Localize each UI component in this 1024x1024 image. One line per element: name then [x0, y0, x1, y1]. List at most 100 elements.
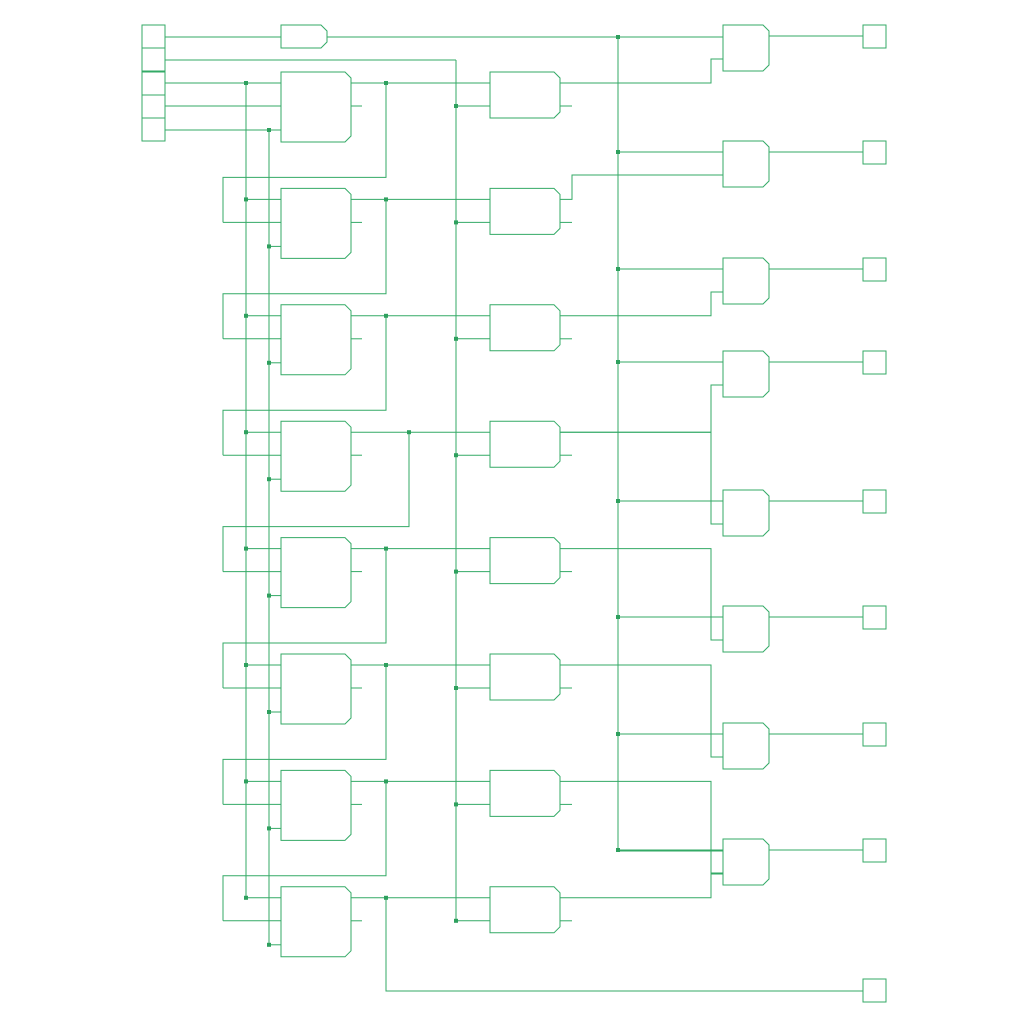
wire-49	[222, 781, 387, 921]
junction-dot-27	[454, 220, 458, 225]
stage-a-gate-7	[280, 769, 352, 841]
output-gate-8	[722, 838, 770, 886]
stage-b-gate-5	[489, 537, 561, 585]
junction-dot-10	[384, 313, 388, 318]
gate-group	[280, 24, 770, 958]
stage-b-gate-2	[489, 187, 561, 235]
wire-94	[560, 780, 723, 874]
stage-a-gate-3	[280, 304, 352, 376]
pin-group	[141, 24, 887, 1003]
input-pin-4	[141, 94, 166, 119]
junction-dot-31	[454, 686, 458, 690]
wire-25	[222, 315, 387, 456]
wire-73	[560, 58, 723, 84]
wire-13	[222, 83, 387, 223]
junction-dot-6	[267, 244, 271, 249]
junction-dot-4	[384, 81, 388, 85]
junction-dot-17	[244, 663, 248, 667]
wire-4	[617, 37, 723, 852]
input-pin-3	[141, 71, 166, 96]
output-gate-1	[722, 24, 770, 72]
wire-95	[560, 873, 723, 899]
stage-a-gate-8	[280, 886, 352, 958]
junction-dot-32	[454, 802, 458, 807]
junction-dot-28	[454, 336, 458, 341]
junction-dot-34	[616, 150, 620, 154]
wire-76	[560, 174, 723, 200]
junction-dot-35	[616, 267, 620, 271]
wire-group	[165, 35, 863, 992]
stage-a-gate-6	[280, 653, 352, 725]
junction-dot-16	[384, 546, 388, 551]
junction-dot-18	[267, 710, 271, 714]
output-gate-4	[722, 350, 770, 398]
junction-dot-25	[384, 895, 388, 900]
junction-dot-3	[616, 35, 620, 39]
wire-43	[222, 665, 387, 805]
junction-dot-12	[267, 477, 271, 482]
junction-dot-22	[384, 779, 388, 784]
wire-55	[385, 897, 863, 992]
stage-b-gate-1	[489, 71, 561, 119]
stage-b-gate-6	[489, 653, 561, 701]
junction-dot-8	[244, 313, 248, 318]
input-gate	[280, 24, 328, 49]
junction-dot-5	[244, 197, 248, 202]
wire-37	[222, 548, 387, 688]
junction-dot-26	[454, 104, 458, 108]
junction-dot-1	[244, 81, 248, 85]
output-pin-4	[862, 350, 887, 375]
junction-group	[244, 35, 620, 947]
stage-b-gate-3	[489, 304, 561, 352]
junction-dot-39	[616, 732, 620, 736]
wire-91	[560, 664, 723, 758]
wire-19	[222, 199, 387, 339]
output-gate-3	[722, 257, 770, 305]
junction-dot-30	[454, 569, 458, 574]
junction-dot-19	[384, 663, 388, 667]
junction-dot-7	[384, 197, 388, 202]
junction-dot-9	[267, 360, 271, 365]
junction-dot-33	[454, 918, 458, 923]
wire-79	[560, 291, 723, 317]
wire-82	[710, 384, 723, 432]
junction-dot-11	[244, 430, 248, 435]
stage-a-gate-5	[280, 537, 352, 609]
output-pin-2	[862, 140, 887, 165]
junction-dot-38	[616, 615, 620, 619]
stage-b-gate-4	[489, 420, 561, 468]
output-pin-9	[862, 838, 887, 863]
output-gate-5	[722, 489, 770, 537]
output-pin-5	[862, 489, 887, 514]
junction-dot-21	[267, 826, 271, 831]
stage-a-gate-1	[280, 71, 352, 143]
junction-dot-29	[454, 453, 458, 458]
junction-dot-37	[616, 499, 620, 503]
output-gate-2	[722, 140, 770, 188]
wire-85	[560, 431, 723, 525]
stage-a-gate-4	[280, 420, 352, 492]
output-pin-7	[862, 722, 887, 747]
stage-b-gate-8	[489, 886, 561, 934]
input-pin-1	[141, 24, 166, 49]
input-pin-5	[141, 117, 166, 142]
junction-dot-23	[244, 895, 248, 900]
junction-dot-36	[616, 360, 620, 364]
output-gate-6	[722, 605, 770, 653]
input-pin-2	[141, 47, 166, 72]
output-pin-6	[862, 605, 887, 630]
junction-dot-40	[616, 848, 620, 852]
output-pin-1	[862, 24, 887, 49]
junction-dot-13	[407, 430, 411, 435]
output-pin-10	[862, 978, 887, 1003]
junction-dot-15	[267, 593, 271, 598]
junction-dot-14	[244, 546, 248, 551]
junction-dot-20	[244, 779, 248, 784]
wire-88	[560, 548, 723, 641]
junction-dot-2	[267, 128, 271, 132]
output-gate-7	[722, 722, 770, 770]
stage-a-gate-2	[280, 187, 352, 259]
junction-dot-24	[267, 942, 271, 947]
wire-31	[222, 432, 410, 572]
